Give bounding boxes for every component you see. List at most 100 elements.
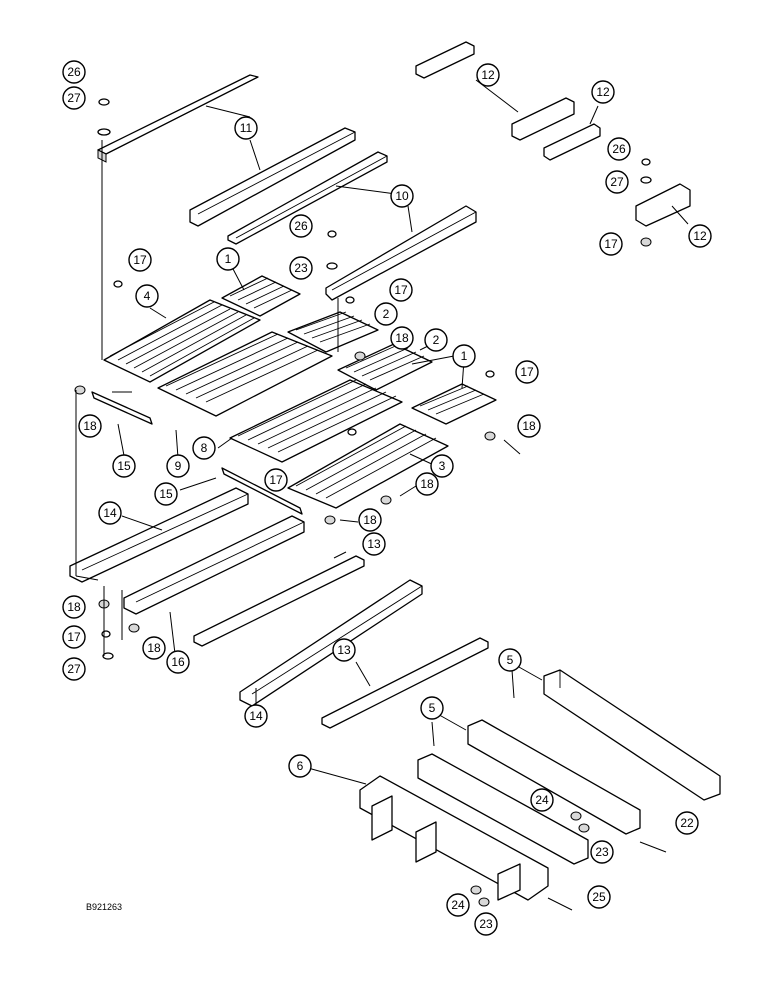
callout-17-a: 17 [599,232,623,256]
svg-text:5: 5 [507,653,514,667]
callout-22: 22 [675,811,699,835]
svg-text:1: 1 [461,349,468,363]
hardware [74,98,667,911]
callout-26-c: 26 [289,214,313,238]
svg-text:23: 23 [479,917,493,931]
floor-panel-1-right [411,383,497,425]
svg-text:18: 18 [395,331,409,345]
figure-id: B921263 [86,902,122,912]
callout-17-c: 17 [389,278,413,302]
svg-text:26: 26 [67,65,81,79]
callout-12-b: 12 [591,80,615,104]
svg-text:23: 23 [294,261,308,275]
beam-5-left [417,753,589,865]
svg-text:1: 1 [225,252,232,266]
callout-2-a: 2 [374,302,398,326]
svg-text:17: 17 [604,237,618,251]
bracket-b [511,97,575,141]
callout-10: 10 [390,184,414,208]
svg-text:23: 23 [595,845,609,859]
svg-text:13: 13 [367,537,381,551]
callout-23-a: 23 [289,256,313,280]
svg-text:25: 25 [592,890,606,904]
floor-panel-2-mid [287,311,379,353]
svg-text:6: 6 [297,759,304,773]
svg-text:18: 18 [363,513,377,527]
callout-23-c: 23 [474,912,498,936]
floor-panel-8 [229,379,403,463]
floor-panel-9 [157,331,333,417]
svg-text:18: 18 [420,477,434,491]
angle-rail-middle [189,127,356,227]
callout-3: 3 [430,454,454,478]
callout-13-b: 13 [332,638,356,662]
svg-text:17: 17 [520,365,534,379]
callout-14-b: 14 [244,704,268,728]
callout-18-g: 18 [142,636,166,660]
svg-text:14: 14 [103,506,117,520]
channel-16 [123,515,305,615]
cross-member-15-left [91,391,153,425]
callout-18-e: 18 [358,508,382,532]
svg-text:22: 22 [680,816,694,830]
callout-12-d: 12 [688,224,712,248]
callout-27-b: 27 [605,170,629,194]
callout-23-b: 23 [590,840,614,864]
frame-6 [359,775,549,901]
bracket-a [415,41,475,79]
callout-13-a: 13 [362,532,386,556]
leader-lines [75,79,689,785]
floor-panel-3 [287,423,449,509]
svg-text:14: 14 [249,709,263,723]
svg-text:17: 17 [394,283,408,297]
floor-panel-4 [103,299,261,383]
callout-6: 6 [288,754,312,778]
callout-1-b: 1 [452,344,476,368]
svg-text:24: 24 [451,898,465,912]
angle-rail-upper [97,74,259,163]
channel-14-lower [239,579,423,707]
svg-text:15: 15 [117,459,131,473]
callout-17-f: 17 [62,625,86,649]
svg-text:17: 17 [269,473,283,487]
callout-17-b: 17 [128,248,152,272]
callout-24-b: 24 [446,893,470,917]
callout-17-e: 17 [264,468,288,492]
callout-18-a: 18 [390,326,414,350]
callout-2-b: 2 [424,328,448,352]
callout-26-b: 26 [607,137,631,161]
svg-text:4: 4 [144,289,151,303]
callout-27-c: 27 [62,657,86,681]
callout-8: 8 [192,436,216,460]
callout-5-b: 5 [420,696,444,720]
svg-text:12: 12 [596,85,610,99]
svg-text:24: 24 [535,793,549,807]
callout-27-a: 27 [62,86,86,110]
svg-text:3: 3 [439,459,446,473]
floor-panel-2-right [337,343,433,391]
svg-text:11: 11 [240,121,253,135]
callout-15-b: 15 [154,482,178,506]
callout-18-d: 18 [415,472,439,496]
svg-text:2: 2 [383,307,390,321]
svg-text:27: 27 [610,175,624,189]
beam-5-right [543,669,721,801]
angle-rail-right [325,205,477,301]
callout-9: 9 [166,454,190,478]
svg-text:18: 18 [83,419,97,433]
callout-18-c: 18 [78,414,102,438]
svg-text:8: 8 [201,441,208,455]
bracket-d [635,183,691,227]
svg-text:13: 13 [337,643,351,657]
svg-text:2: 2 [433,333,440,347]
svg-text:18: 18 [522,419,536,433]
svg-text:18: 18 [67,600,81,614]
callout-5-a: 5 [498,648,522,672]
svg-text:26: 26 [612,142,626,156]
beam-5-middle [467,719,641,835]
callout-12-a: 12 [476,63,500,87]
svg-text:17: 17 [67,630,81,644]
svg-text:26: 26 [294,219,308,233]
svg-text:17: 17 [133,253,147,267]
